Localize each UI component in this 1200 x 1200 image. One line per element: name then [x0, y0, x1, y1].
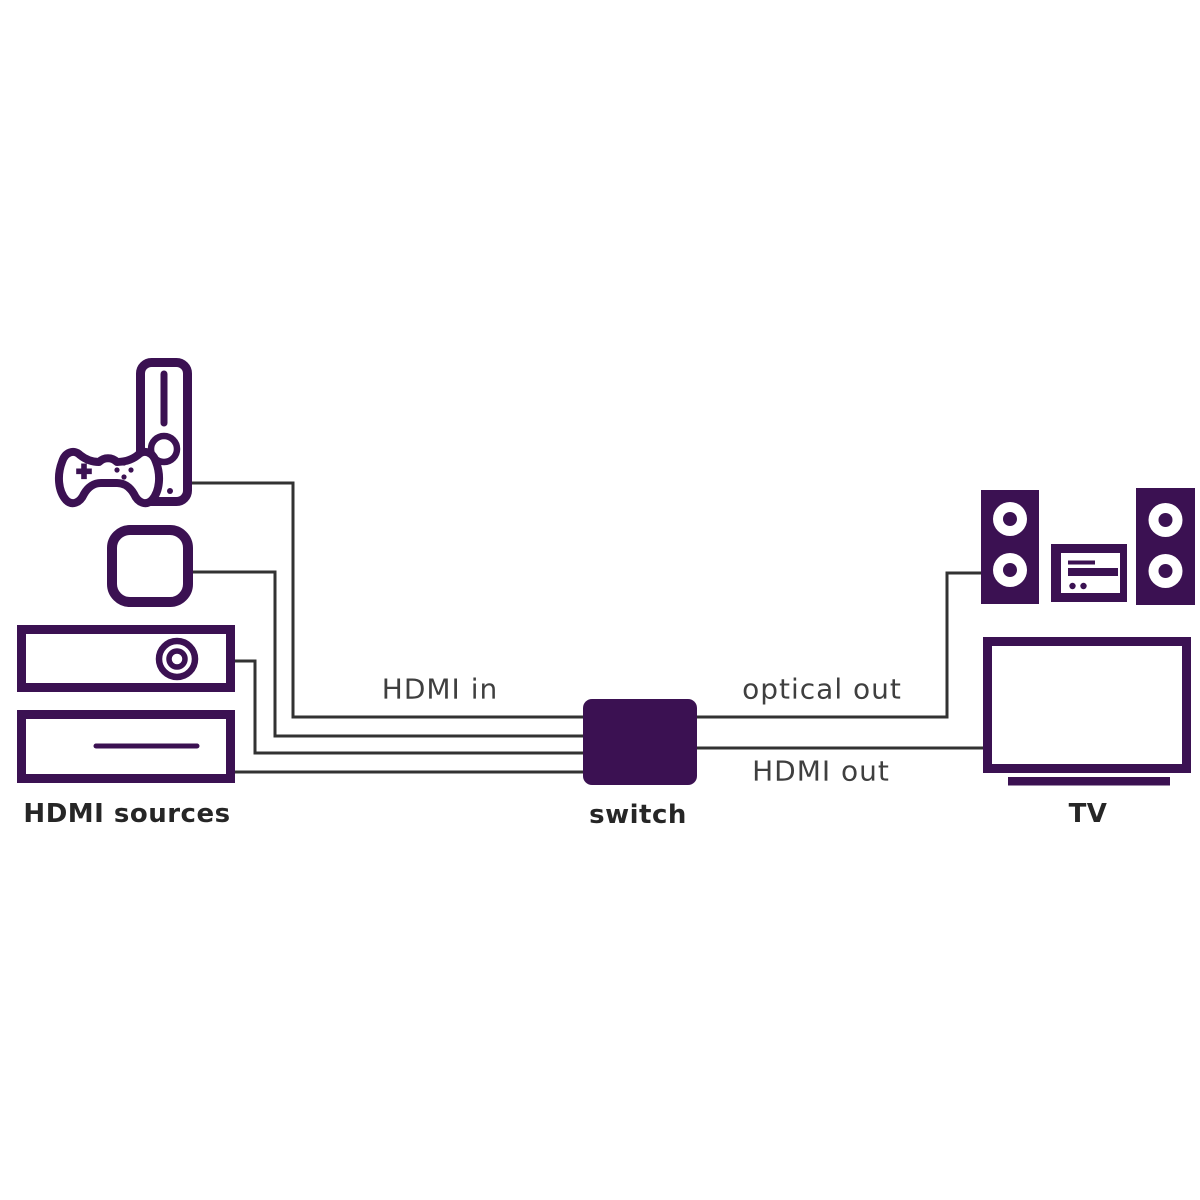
- dvd-player-icon: [17, 625, 235, 692]
- receiver-icon: [1051, 544, 1127, 602]
- speaker-driver-cap: [1003, 563, 1017, 577]
- gamepad-button: [121, 460, 127, 466]
- speaker-driver-cap: [1158, 564, 1173, 578]
- connector-wires: [191, 481, 985, 774]
- dvd-knob-outer: [155, 637, 199, 681]
- media-player-icon: [17, 710, 235, 783]
- dvd-knob-inner: [166, 648, 188, 670]
- speaker-driver-cap: [1158, 513, 1173, 527]
- speaker-driver-cap: [1003, 512, 1017, 526]
- gamepad-button: [114, 467, 120, 473]
- tv-screen: [983, 637, 1191, 773]
- wire-switch-to-stereo: [697, 571, 982, 719]
- game-console-icon: [54, 358, 192, 508]
- gamepad-dpad: [76, 463, 92, 480]
- hdmi-in-label: HDMI in: [381, 672, 499, 706]
- gamepad-button: [121, 474, 127, 480]
- hdmi-switch-box: [583, 699, 697, 785]
- gamepad-icon: [54, 447, 164, 508]
- tv-icon: [983, 637, 1191, 786]
- switch-caption: switch: [589, 800, 687, 830]
- tv-caption: TV: [1068, 799, 1108, 829]
- streaming-box-icon: [107, 525, 193, 607]
- gamepad-body: [54, 447, 164, 508]
- dvd-body: [17, 625, 235, 692]
- wire-streamingbox-to-switch: [191, 570, 583, 738]
- receiver-knob: [1069, 582, 1076, 590]
- tv-stand: [1008, 777, 1170, 786]
- receiver-display-line: [1068, 560, 1095, 565]
- wire-console-to-switch: [192, 481, 583, 719]
- hdmi-sources-caption: HDMI sources: [23, 799, 231, 829]
- speaker-left-icon: [981, 490, 1039, 604]
- console-dot: [167, 488, 173, 494]
- stereo-system-icon: [981, 488, 1195, 605]
- receiver-knob: [1080, 582, 1087, 590]
- wire-dvd-to-switch: [234, 659, 583, 755]
- speaker-right-icon: [1136, 488, 1195, 605]
- receiver-slot: [1068, 568, 1118, 576]
- hdmi-out-label: HDMI out: [752, 754, 890, 788]
- optical-out-label: optical out: [742, 672, 902, 706]
- gamepad-button: [128, 467, 134, 473]
